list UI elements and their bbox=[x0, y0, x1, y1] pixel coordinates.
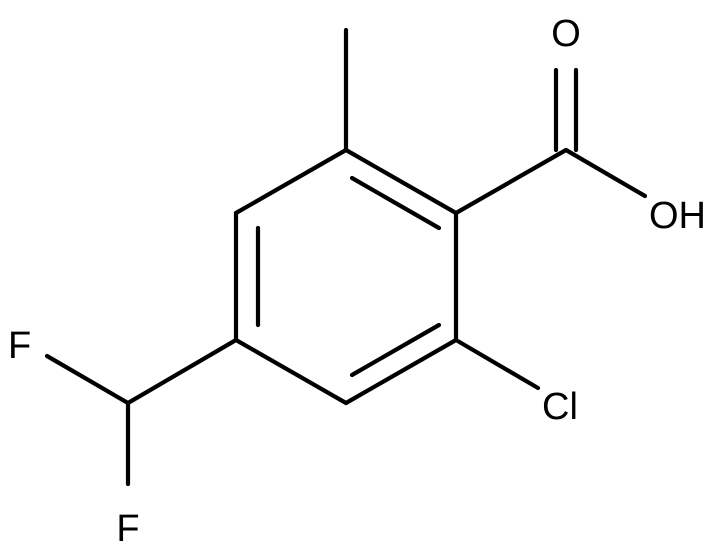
chlorine-bond bbox=[453, 337, 541, 391]
ring-bond-c4-c5 bbox=[233, 337, 349, 406]
ring-double-bond-c3-c4 bbox=[349, 322, 442, 378]
difluoromethyl-group: F F bbox=[8, 325, 239, 550]
cf2-carbon-bond bbox=[125, 337, 239, 406]
ring-bond-c3-c4 bbox=[343, 337, 459, 406]
carbonyl-oxygen-label: O bbox=[551, 13, 581, 55]
carboxylic-acid-group: O OH bbox=[453, 13, 706, 237]
hydroxyl-bond bbox=[563, 147, 648, 199]
hydroxyl-label: OH bbox=[649, 195, 706, 237]
ring-double-bond-c1-c2 bbox=[349, 175, 442, 231]
fluorine-upper-bond bbox=[44, 353, 131, 406]
ring-bond-c1-c2 bbox=[343, 147, 459, 216]
ring-bond-c6-c1 bbox=[233, 147, 349, 216]
fluorine-lower-label: F bbox=[116, 508, 139, 550]
chlorine-label: Cl bbox=[542, 386, 578, 428]
benzene-ring bbox=[233, 147, 459, 406]
carboxyl-carbon-bond bbox=[453, 147, 569, 216]
chloro-substituent: Cl bbox=[453, 337, 578, 428]
fluorine-upper-label: F bbox=[8, 325, 31, 367]
